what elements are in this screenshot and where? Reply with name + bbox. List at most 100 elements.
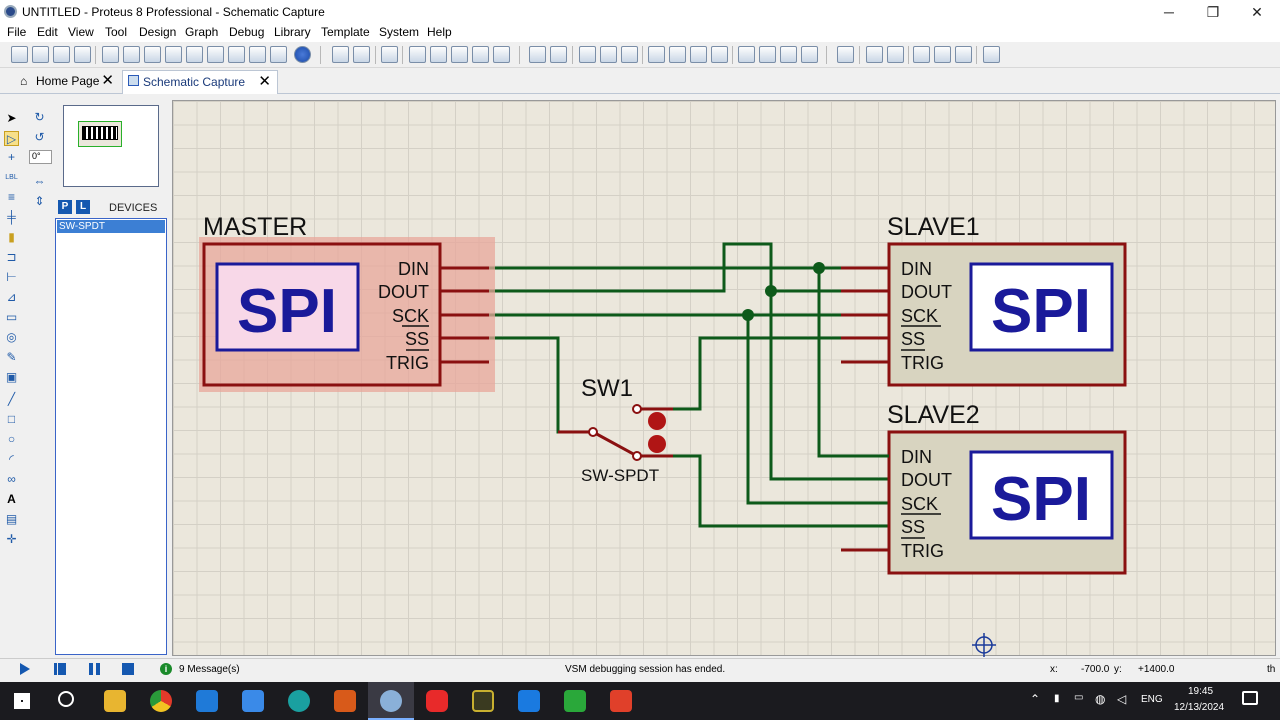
step-icon[interactable] [54, 663, 66, 675]
terminal-icon[interactable]: ⊐ [6, 250, 17, 264]
list-item[interactable]: SW-SPDT [57, 220, 165, 233]
block-rotate-icon[interactable] [690, 46, 707, 63]
app-icon[interactable] [242, 690, 264, 712]
zoom-all-icon[interactable] [472, 46, 489, 63]
app-icon[interactable] [610, 690, 632, 712]
refresh-icon[interactable] [332, 46, 349, 63]
gerber-icon[interactable] [165, 46, 182, 63]
home-icon[interactable] [102, 46, 119, 63]
open-folder-icon[interactable] [32, 46, 49, 63]
mirror-vertical-icon[interactable]: ⇕ [34, 194, 45, 208]
packaging-tool-icon[interactable] [780, 46, 797, 63]
block-move-icon[interactable] [669, 46, 686, 63]
close-button[interactable]: ✕ [1251, 4, 1263, 20]
new-file-icon[interactable] [11, 46, 28, 63]
matlab-icon[interactable] [334, 690, 356, 712]
block-delete-icon[interactable] [711, 46, 728, 63]
new-sheet-icon[interactable] [913, 46, 930, 63]
devices-list[interactable]: SW-SPDT [55, 218, 167, 655]
menu-tool[interactable]: Tool [105, 25, 128, 39]
source-code-icon[interactable] [249, 46, 266, 63]
codeblocks-icon[interactable] [564, 690, 586, 712]
component-mode-icon[interactable]: ▷ [4, 131, 19, 146]
cut-icon[interactable] [579, 46, 596, 63]
zoom-in-icon[interactable] [430, 46, 447, 63]
origin-icon[interactable] [381, 46, 398, 63]
symbol-icon[interactable]: ▤ [5, 512, 18, 526]
minimize-button[interactable]: ─ [1164, 4, 1174, 20]
undo-icon[interactable] [529, 46, 546, 63]
path-icon[interactable]: ∞ [7, 472, 16, 486]
copy-icon[interactable] [600, 46, 617, 63]
generator-icon[interactable]: ◎ [6, 330, 17, 344]
menu-system[interactable]: System [379, 25, 420, 39]
clock-date[interactable]: 12/13/2024 [1174, 702, 1225, 713]
menu-edit[interactable]: Edit [37, 25, 58, 39]
make-device-icon[interactable] [759, 46, 776, 63]
menu-design[interactable]: Design [139, 25, 177, 39]
maximize-button[interactable]: ❐ [1206, 4, 1220, 20]
stop-icon[interactable] [122, 663, 134, 675]
tape-recorder-icon[interactable]: ▭ [5, 310, 18, 324]
search-icon[interactable] [866, 46, 883, 63]
schematic-canvas[interactable]: SPI MASTER DIN DOUT SCK SS TRIG SW1 SW-S… [172, 100, 1276, 657]
block-copy-icon[interactable] [648, 46, 665, 63]
windows-start-icon[interactable] [14, 693, 30, 709]
tab-schematic-capture[interactable]: Schematic Capture ✕ [122, 70, 278, 94]
search-icon[interactable] [58, 691, 74, 707]
remove-sheet-icon[interactable] [934, 46, 951, 63]
box-icon[interactable]: □ [7, 412, 16, 426]
junction-icon[interactable]: + [7, 150, 15, 164]
voltage-probe-icon[interactable]: ✎ [6, 350, 17, 364]
close-icon[interactable]: ✕ [101, 72, 114, 89]
play-icon[interactable] [20, 663, 30, 675]
pause-icon[interactable] [89, 663, 100, 675]
mirror-horizontal-icon[interactable]: ⇔ [33, 174, 46, 188]
redo-icon[interactable] [550, 46, 567, 63]
subcircuit-icon[interactable]: ▮ [8, 230, 15, 244]
3d-icon[interactable] [186, 46, 203, 63]
help-icon[interactable] [294, 46, 311, 63]
vscode-icon[interactable] [196, 690, 218, 712]
paint-icon[interactable] [518, 690, 540, 712]
marker-icon[interactable]: ✛ [6, 532, 17, 546]
import-icon[interactable] [74, 46, 91, 63]
menu-view[interactable]: View [68, 25, 94, 39]
bom-icon[interactable] [207, 46, 224, 63]
pcb-icon[interactable] [144, 46, 161, 63]
zoom-area-icon[interactable] [493, 46, 510, 63]
wire-label-icon[interactable]: LBL [5, 174, 18, 181]
pick-device-icon[interactable] [738, 46, 755, 63]
virtual-instrument-icon[interactable]: ▣ [5, 370, 18, 384]
arduino-icon[interactable] [288, 690, 310, 712]
save-icon[interactable] [53, 46, 70, 63]
library-manager-button[interactable]: L [76, 200, 90, 214]
bus-icon[interactable]: ╪ [7, 210, 16, 224]
text-icon[interactable]: A [7, 492, 16, 506]
messages-count[interactable]: 9 Message(s) [179, 664, 240, 675]
chrome-icon[interactable] [150, 690, 172, 712]
menu-debug[interactable]: Debug [229, 25, 265, 39]
youtube-icon[interactable] [426, 690, 448, 712]
microphone-icon[interactable]: ▮ [1054, 693, 1060, 704]
netlist-icon[interactable] [983, 46, 1000, 63]
device-pin-icon[interactable]: ⊢ [6, 270, 17, 284]
pan-icon[interactable] [409, 46, 426, 63]
battery-icon[interactable]: ▭ [1074, 692, 1084, 703]
notifications-icon[interactable] [1242, 691, 1258, 705]
paste-icon[interactable] [621, 46, 638, 63]
clock-time[interactable]: 19:45 [1188, 686, 1214, 697]
volume-icon[interactable]: ◁ [1117, 692, 1127, 706]
menu-graph[interactable]: Graph [185, 25, 219, 39]
rotation-angle-field[interactable]: 0° [29, 150, 52, 164]
text-script-icon[interactable]: ≡ [7, 190, 15, 204]
exit-to-parent-icon[interactable] [955, 46, 972, 63]
arc-icon[interactable]: ◜ [9, 452, 14, 466]
selection-mode-icon[interactable]: ➤ [6, 111, 17, 125]
network-icon[interactable]: ◍ [1095, 692, 1106, 706]
rotate-anticlockwise-icon[interactable]: ↺ [34, 130, 45, 144]
zoom-out-icon[interactable] [451, 46, 468, 63]
wire-autorouter-icon[interactable] [837, 46, 854, 63]
menu-help[interactable]: Help [427, 25, 452, 39]
rotate-clockwise-icon[interactable]: ↻ [34, 110, 45, 124]
